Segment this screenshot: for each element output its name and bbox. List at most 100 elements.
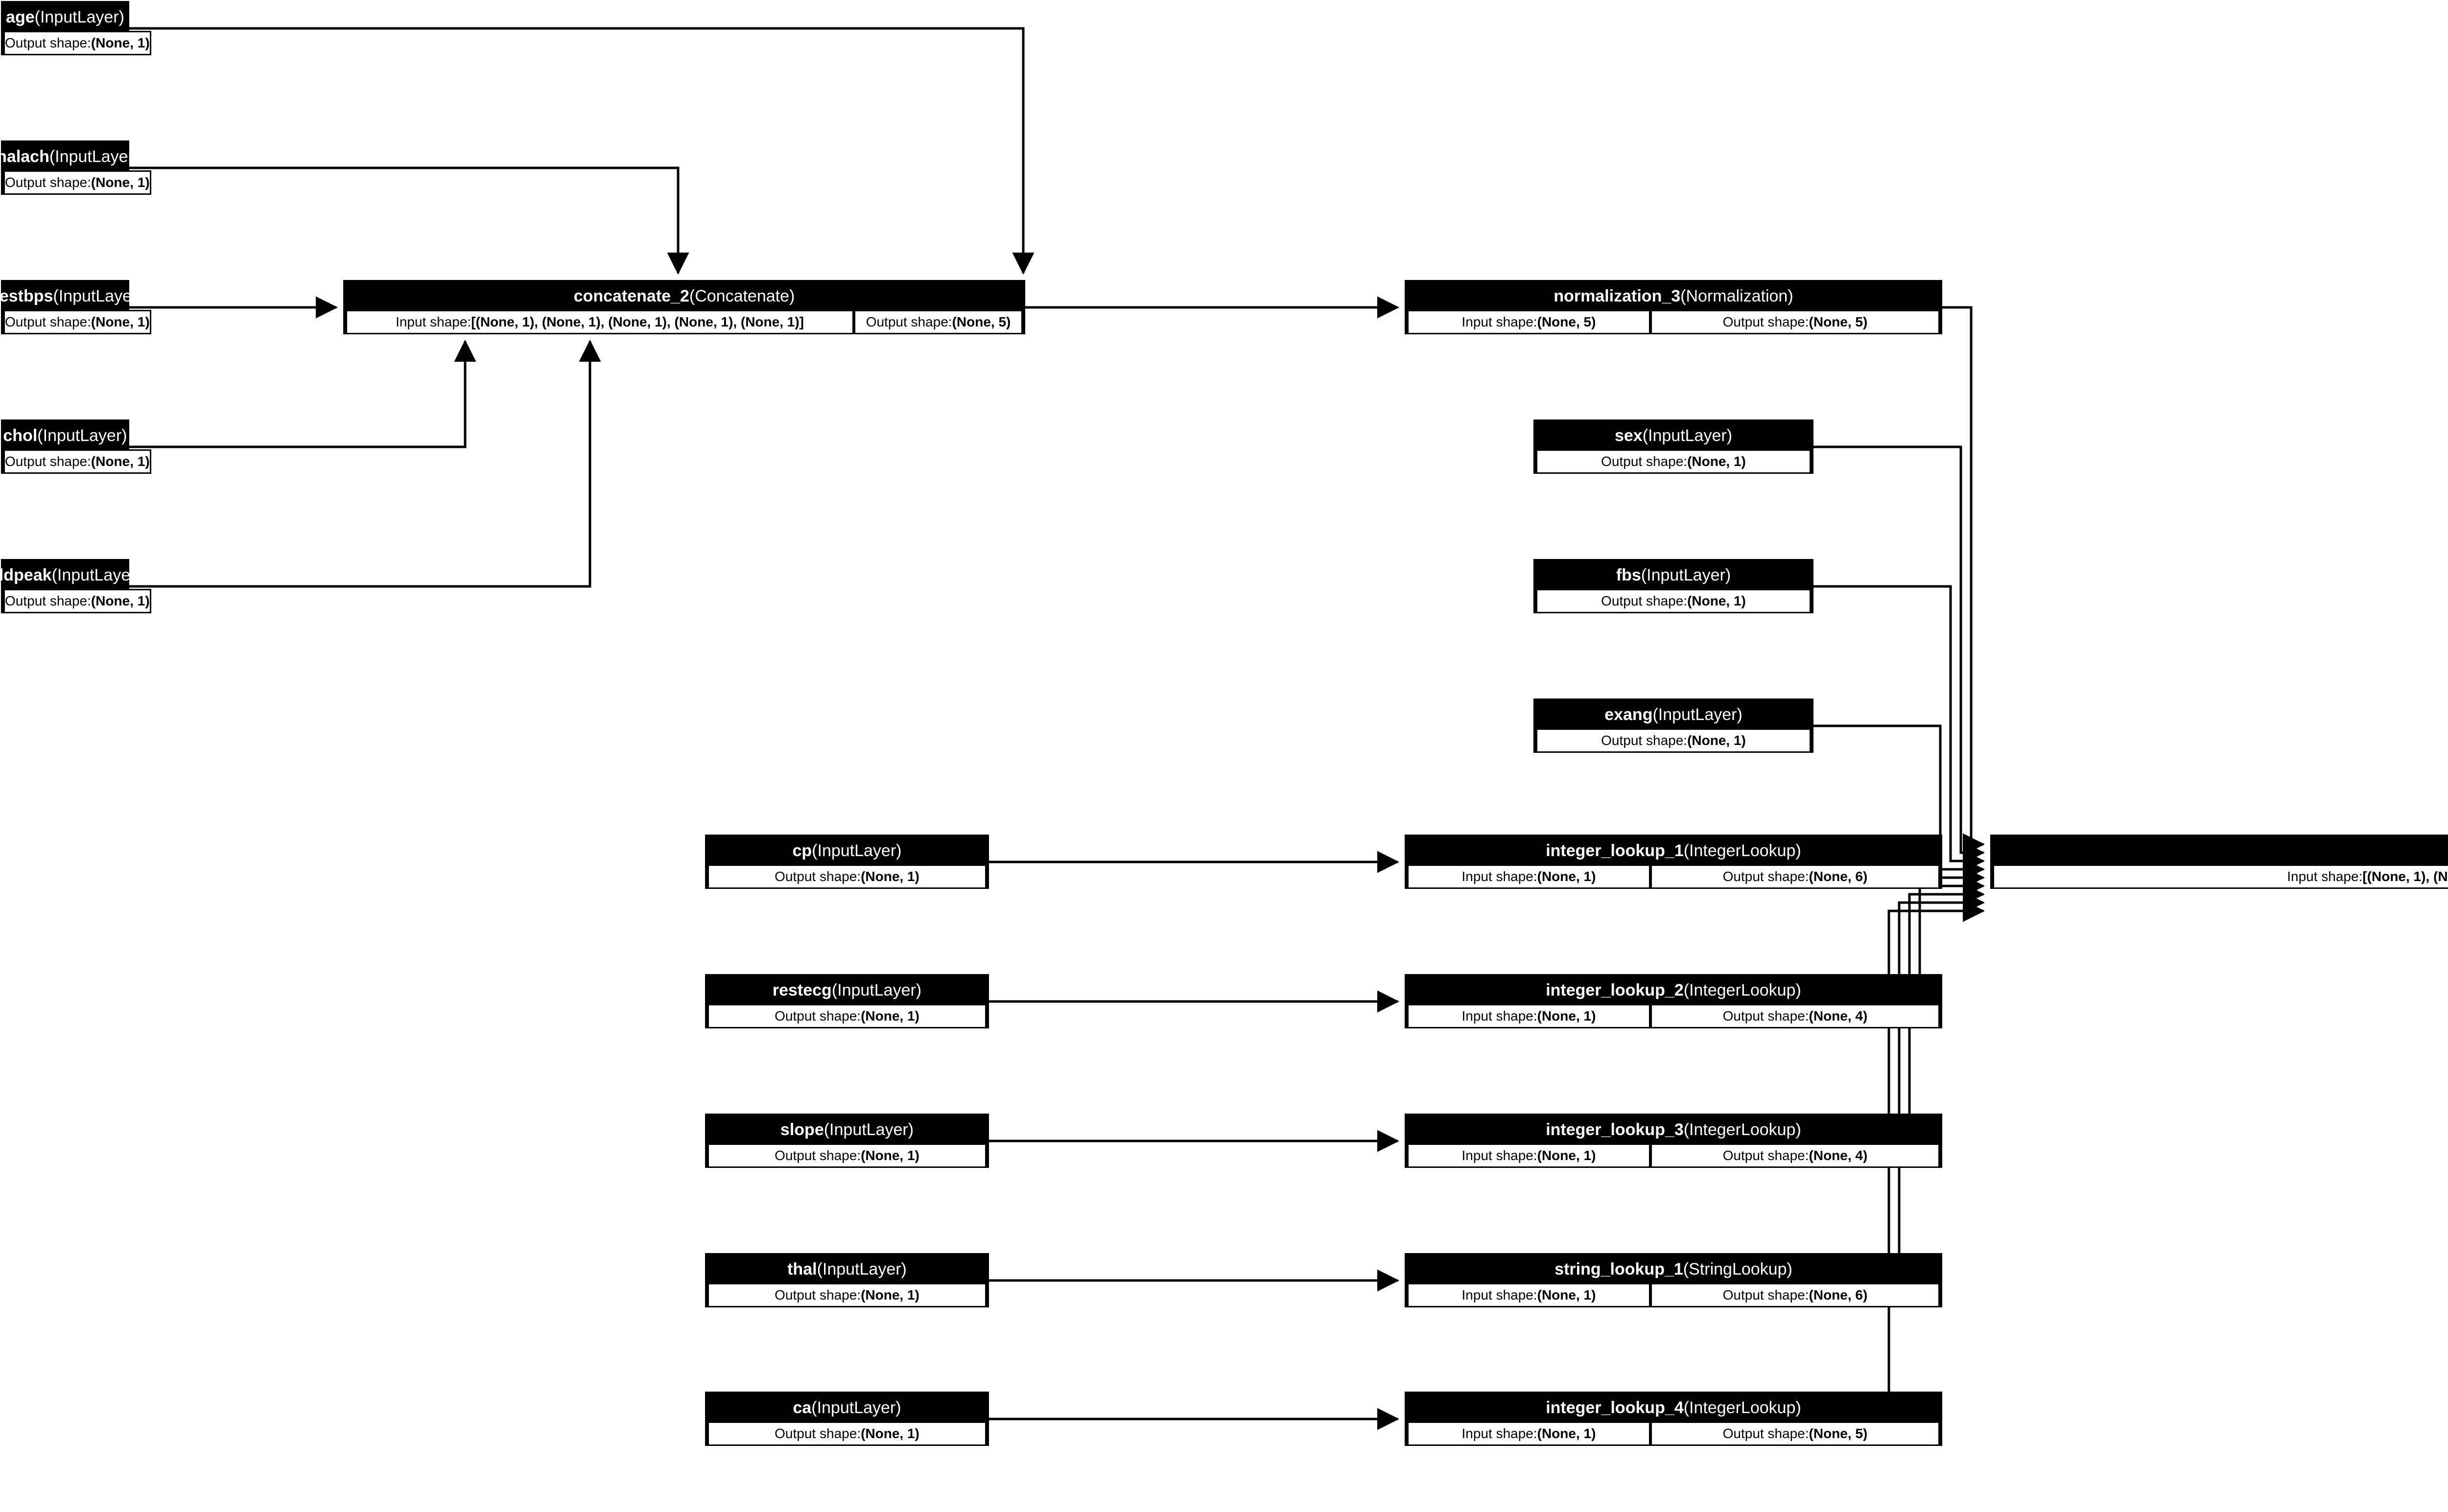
node-shapes-restecg: Output shape: (None, 1) <box>707 1004 987 1028</box>
node-title-exang: exang (InputLayer) <box>1536 701 1811 728</box>
shape-output-fbs-label: Output shape: <box>1601 593 1688 608</box>
shape-input-string_lookup_1: Input shape: (None, 1) <box>1407 1283 1650 1307</box>
node-sex[interactable]: sex (InputLayer)Output shape: (None, 1) <box>1533 419 1813 474</box>
node-shapes-oldpeak: Output shape: (None, 1) <box>3 589 151 613</box>
node-title-trestbps: trestbps (InputLayer) <box>0 282 143 310</box>
node-slope[interactable]: slope (InputLayer)Output shape: (None, 1… <box>705 1114 989 1168</box>
shape-input-concatenate_2: Input shape: [(None, 1), (None, 1), (Non… <box>346 310 854 334</box>
shape-output-exang: Output shape: (None, 1) <box>1536 728 1811 753</box>
node-shapes-ca: Output shape: (None, 1) <box>707 1421 987 1446</box>
node-chol[interactable]: chol (InputLayer)Output shape: (None, 1) <box>1 419 151 474</box>
shape-output-exang-label: Output shape: <box>1601 733 1688 748</box>
shape-output-cp-value: (None, 1) <box>861 869 919 884</box>
node-title-string_lookup_1: string_lookup_1 (StringLookup) <box>1407 1256 1940 1283</box>
node-thal[interactable]: thal (InputLayer)Output shape: (None, 1) <box>705 1253 989 1307</box>
shape-input-string_lookup_1-label: Input shape: <box>1461 1287 1537 1303</box>
node-shapes-trestbps: Output shape: (None, 1) <box>3 310 151 334</box>
node-title-thalach: thalach (InputLayer) <box>0 143 139 170</box>
shape-output-concatenate_2-label: Output shape: <box>866 314 952 329</box>
shape-output-normalization_3: Output shape: (None, 5) <box>1650 310 1940 334</box>
node-integer_lookup_3[interactable]: integer_lookup_3 (IntegerLookup)Input sh… <box>1405 1114 1942 1168</box>
shape-output-integer_lookup_4: Output shape: (None, 5) <box>1650 1421 1940 1446</box>
shape-input-integer_lookup_2: Input shape: (None, 1) <box>1407 1004 1650 1028</box>
node-title-age: age (InputLayer) <box>3 3 127 31</box>
node-name-thalach: thalach <box>0 147 49 166</box>
shape-output-normalization_3-label: Output shape: <box>1722 314 1809 329</box>
edge-thalach-to-concatenate_2 <box>129 166 689 275</box>
node-restecg[interactable]: restecg (InputLayer)Output shape: (None,… <box>705 974 989 1028</box>
node-concatenate_2[interactable]: concatenate_2 (Concatenate)Input shape: … <box>343 280 1025 334</box>
node-title-restecg: restecg (InputLayer) <box>707 977 987 1004</box>
node-age[interactable]: age (InputLayer)Output shape: (None, 1) <box>1 1 151 55</box>
node-trestbps[interactable]: trestbps (InputLayer)Output shape: (None… <box>0 280 151 334</box>
shape-output-concatenate_2-value: (None, 5) <box>952 314 1011 329</box>
shape-output-thalach-value: (None, 1) <box>91 175 150 190</box>
shape-input-concatenate_3-label: Input shape: <box>2287 869 2363 884</box>
node-exang[interactable]: exang (InputLayer)Output shape: (None, 1… <box>1533 698 1813 753</box>
node-integer_lookup_1[interactable]: integer_lookup_1 (IntegerLookup)Input sh… <box>1405 835 1942 889</box>
node-type-normalization_3: (Normalization) <box>1680 286 1793 305</box>
node-concatenate_3[interactable]: concatenate_3 (Concatenate)Input shape: … <box>1990 835 2448 889</box>
node-title-oldpeak: oldpeak (InputLayer) <box>0 561 141 589</box>
node-thalach[interactable]: thalach (InputLayer)Output shape: (None,… <box>0 140 151 195</box>
node-title-slope: slope (InputLayer) <box>707 1116 987 1143</box>
shape-output-slope-label: Output shape: <box>775 1148 861 1163</box>
shape-output-chol: Output shape: (None, 1) <box>3 449 151 474</box>
shape-output-oldpeak-value: (None, 1) <box>91 593 150 608</box>
shape-output-integer_lookup_1-value: (None, 6) <box>1809 869 1868 884</box>
node-type-age: (InputLayer) <box>34 7 124 26</box>
node-string_lookup_1[interactable]: string_lookup_1 (StringLookup)Input shap… <box>1405 1253 1942 1307</box>
node-title-integer_lookup_1: integer_lookup_1 (IntegerLookup) <box>1407 837 1940 864</box>
node-integer_lookup_2[interactable]: integer_lookup_2 (IntegerLookup)Input sh… <box>1405 974 1942 1028</box>
node-shapes-integer_lookup_4: Input shape: (None, 1)Output shape: (Non… <box>1407 1421 1940 1446</box>
shape-output-integer_lookup_1: Output shape: (None, 6) <box>1650 864 1940 889</box>
shape-input-concatenate_3-value: [(None, 1), (None, 1), (None, 1), (None,… <box>2362 869 2448 884</box>
shape-output-sex-value: (None, 1) <box>1687 454 1746 469</box>
node-fbs[interactable]: fbs (InputLayer)Output shape: (None, 1) <box>1533 559 1813 613</box>
node-name-exang: exang <box>1604 705 1653 724</box>
node-cp[interactable]: cp (InputLayer)Output shape: (None, 1) <box>705 835 989 889</box>
node-shapes-integer_lookup_2: Input shape: (None, 1)Output shape: (Non… <box>1407 1004 1940 1028</box>
node-normalization_3[interactable]: normalization_3 (Normalization)Input sha… <box>1405 280 1942 334</box>
node-type-fbs: (InputLayer) <box>1641 565 1731 584</box>
node-shapes-normalization_3: Input shape: (None, 5)Output shape: (Non… <box>1407 310 1940 334</box>
edge-string_lookup_1-to-concatenate_3 <box>1898 891 1985 1282</box>
shape-output-integer_lookup_2: Output shape: (None, 4) <box>1650 1004 1940 1028</box>
node-shapes-concatenate_2: Input shape: [(None, 1), (None, 1), (Non… <box>346 310 1023 334</box>
node-type-chol: (InputLayer) <box>37 426 127 445</box>
shape-output-chol-value: (None, 1) <box>91 454 150 469</box>
shape-output-fbs-value: (None, 1) <box>1687 593 1746 608</box>
node-integer_lookup_4[interactable]: integer_lookup_4 (IntegerLookup)Input sh… <box>1405 1392 1942 1446</box>
node-name-chol: chol <box>3 426 38 445</box>
node-title-ca: ca (InputLayer) <box>707 1394 987 1421</box>
node-type-string_lookup_1: (StringLookup) <box>1683 1259 1792 1279</box>
shape-output-trestbps-value: (None, 1) <box>91 314 150 329</box>
shape-output-integer_lookup_4-value: (None, 5) <box>1809 1426 1868 1441</box>
shape-output-integer_lookup_2-label: Output shape: <box>1722 1008 1809 1024</box>
shape-output-integer_lookup_1-label: Output shape: <box>1722 869 1809 884</box>
shape-output-string_lookup_1: Output shape: (None, 6) <box>1650 1283 1940 1307</box>
shape-input-normalization_3-label: Input shape: <box>1461 314 1537 329</box>
edge-sex-to-concatenate_3 <box>1813 445 1985 864</box>
node-shapes-exang: Output shape: (None, 1) <box>1536 728 1811 753</box>
node-shapes-age: Output shape: (None, 1) <box>3 31 151 55</box>
node-shapes-slope: Output shape: (None, 1) <box>707 1143 987 1168</box>
node-title-chol: chol (InputLayer) <box>3 422 127 449</box>
shape-output-fbs: Output shape: (None, 1) <box>1536 589 1811 613</box>
node-shapes-sex: Output shape: (None, 1) <box>1536 449 1811 474</box>
shape-output-thal-value: (None, 1) <box>861 1287 919 1303</box>
node-ca[interactable]: ca (InputLayer)Output shape: (None, 1) <box>705 1392 989 1446</box>
shape-output-restecg: Output shape: (None, 1) <box>707 1004 987 1028</box>
node-name-normalization_3: normalization_3 <box>1554 286 1681 305</box>
shape-output-chol-label: Output shape: <box>5 454 91 469</box>
shape-output-integer_lookup_4-label: Output shape: <box>1722 1426 1809 1441</box>
node-name-cp: cp <box>792 841 812 860</box>
node-oldpeak[interactable]: oldpeak (InputLayer)Output shape: (None,… <box>0 559 151 613</box>
shape-output-thal-label: Output shape: <box>775 1287 861 1303</box>
node-type-restecg: (InputLayer) <box>831 980 922 1000</box>
shape-input-concatenate_2-label: Input shape: <box>396 314 471 329</box>
node-title-normalization_3: normalization_3 (Normalization) <box>1407 282 1940 310</box>
node-name-string_lookup_1: string_lookup_1 <box>1554 1259 1683 1279</box>
